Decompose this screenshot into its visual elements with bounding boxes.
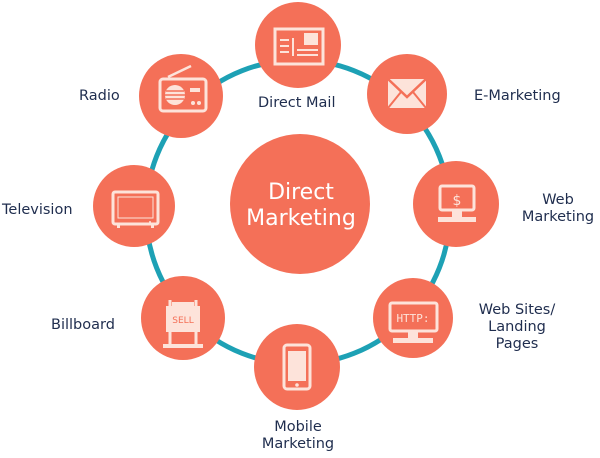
television-label: Television — [2, 202, 73, 218]
http-monitor-icon: HTTP: — [388, 301, 439, 343]
dollar-sign: $ — [453, 193, 462, 209]
center-title-line2: Marketing — [246, 206, 356, 231]
billboard-label: Billboard — [51, 317, 115, 333]
radio-node — [139, 54, 223, 138]
http-text: HTTP: — [396, 312, 429, 325]
web-sites-label-line3: Pages — [495, 336, 539, 352]
center-title-line1: Direct — [268, 180, 334, 205]
web-marketing-label-line2: Marketing — [521, 209, 595, 225]
mobile-marketing-label-line1: Mobile — [274, 419, 322, 435]
web-marketing-node: $ — [413, 161, 499, 247]
dollar-monitor-icon: $ — [438, 184, 476, 222]
center-title: Direct Marketing — [231, 180, 371, 232]
web-sites-node: HTTP: — [373, 278, 453, 358]
mobile-marketing-node — [254, 324, 340, 410]
web-sites-label: Web Sites/ Landing Pages — [470, 302, 564, 353]
e-marketing-label: E-Marketing — [474, 88, 561, 104]
billboard-node: SELL — [141, 276, 225, 360]
radio-label: Radio — [79, 88, 120, 104]
web-marketing-label-line1: Web — [542, 192, 574, 208]
mobile-marketing-label-line2: Marketing — [261, 436, 335, 452]
center-node — [230, 134, 370, 274]
envelope-icon — [387, 78, 427, 109]
web-sites-label-line1: Web Sites/ — [478, 302, 556, 318]
mobile-phone-icon — [282, 343, 312, 391]
sell-text: SELL — [172, 316, 193, 326]
postcard-icon — [273, 27, 325, 66]
television-icon — [111, 190, 160, 228]
direct-mail-node — [255, 2, 341, 88]
mobile-marketing-label: Mobile Marketing — [256, 419, 340, 453]
television-node — [93, 165, 175, 247]
e-marketing-node — [367, 54, 447, 134]
web-sites-label-line2: Landing — [488, 319, 546, 335]
sell-sign-icon: SELL — [163, 300, 203, 348]
web-marketing-label: Web Marketing — [520, 192, 596, 226]
radio-icon — [158, 64, 208, 113]
direct-mail-label: Direct Mail — [258, 95, 336, 111]
